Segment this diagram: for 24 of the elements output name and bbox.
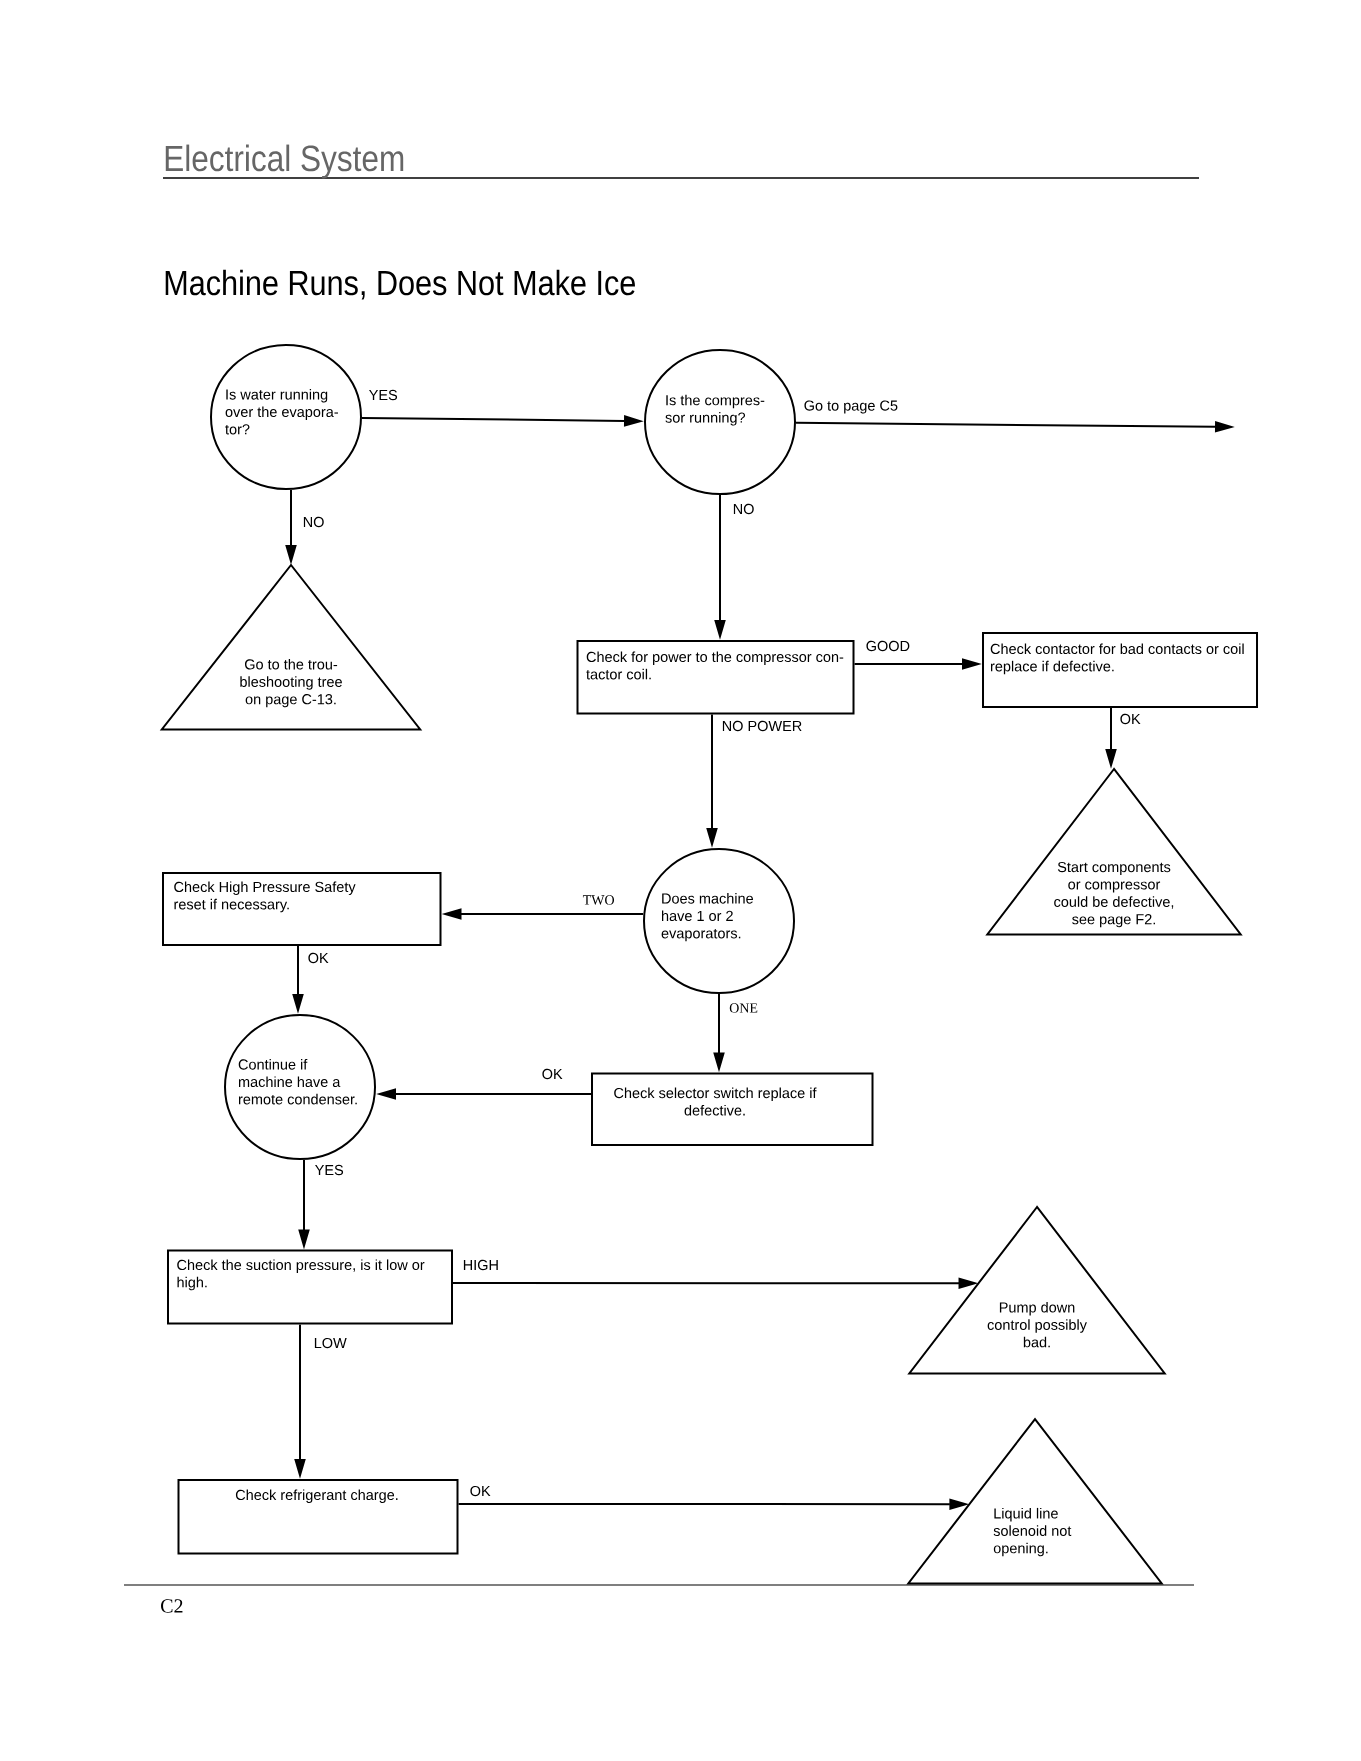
edge-label: NO xyxy=(731,502,756,516)
action-box: Check for power to the compressor con- tactor coil. xyxy=(576,640,855,715)
action-box: Check High Pressure Safety reset if necessary. xyxy=(162,872,442,946)
edge-label: NO POWER xyxy=(720,719,804,733)
action-box: Check selector switch replace if defective. xyxy=(591,1072,874,1146)
edge-label: YES xyxy=(313,1163,346,1177)
action-box: Check refrigerant charge. xyxy=(177,1479,459,1555)
page-number: C2 xyxy=(161,1599,183,1613)
action-box: Check the suction pressure, is it low or high. xyxy=(167,1249,453,1325)
edge-label: OK xyxy=(468,1484,493,1498)
page-title: Machine Runs, Does Not Make Ice xyxy=(165,269,635,300)
edge-label: HIGH xyxy=(461,1258,501,1272)
edge-label: ONE xyxy=(727,1001,760,1015)
edge-label: OK xyxy=(306,951,331,965)
edge-label: Go to page C5 xyxy=(802,398,900,416)
edge-label: TWO xyxy=(581,893,617,907)
edge-label: NO xyxy=(301,515,326,529)
edge-label: OK xyxy=(540,1067,565,1081)
edge-label: GOOD xyxy=(864,639,912,653)
action-box: Check contactor for bad contacts or coil replace if defective. xyxy=(982,632,1258,708)
edge-label: OK xyxy=(1118,712,1143,726)
edge-label: LOW xyxy=(312,1336,349,1350)
edge-label: YES xyxy=(367,388,400,402)
section-header: Electrical System xyxy=(165,144,404,179)
